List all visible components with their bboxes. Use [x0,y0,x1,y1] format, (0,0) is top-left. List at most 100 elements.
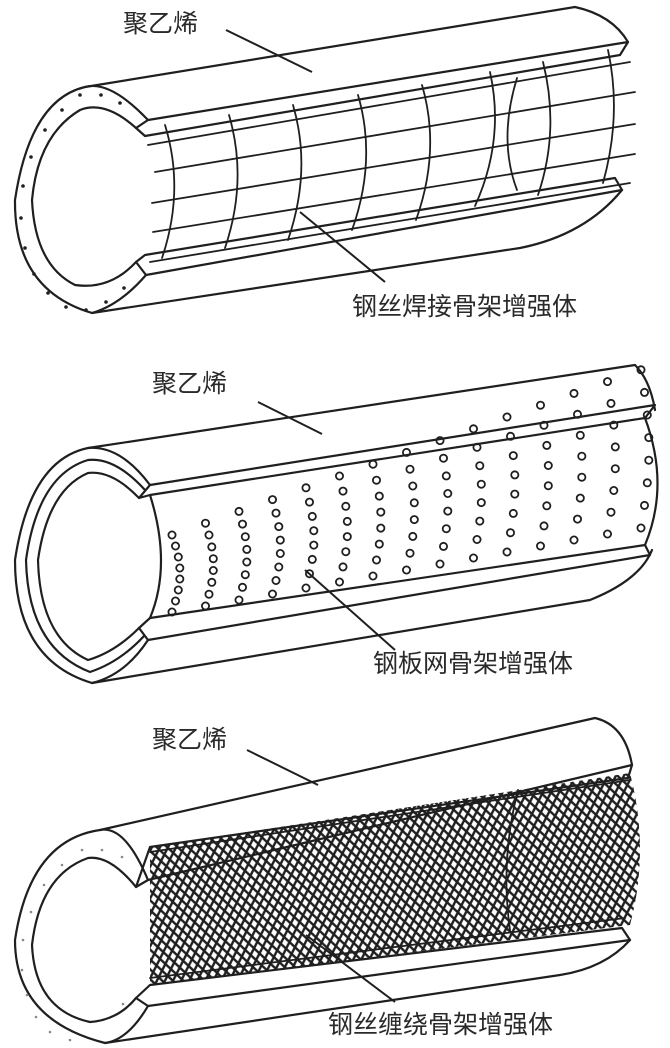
perforation-hole [170,541,180,551]
perforation-hole [468,553,478,563]
perforation-hole [307,554,317,564]
pipe-outer-top-edge [86,363,657,450]
perforation-hole [443,488,453,498]
perforation-hole [475,461,485,471]
perforation-hole [443,506,453,516]
perforation-hole [543,460,553,470]
perforation-hole [573,514,583,524]
pipe-end-inner-ring [36,471,141,662]
label-reinforcement: 钢丝缠绕骨架增强体 [328,1010,553,1039]
perforation-hole [409,498,419,508]
ring-dots [19,93,126,312]
perforation-hole [309,526,319,536]
perforation-hole [441,471,451,481]
perforation-hole [237,519,247,529]
perforation-hole [609,485,619,495]
perforation-hole [342,516,352,526]
perforation-hole [371,475,381,485]
perforation-hole [304,569,314,579]
perforation-hole [542,440,552,450]
perforation-hole [234,506,244,516]
perforation-hole [575,493,585,503]
pipe-outer-bottom-edge [103,938,632,1045]
perforation-hole [644,433,654,443]
perforation-hole [468,424,478,434]
panel-perforated-plate: 聚乙烯 钢板网骨架增强体 [13,363,659,685]
perforation-hole [435,436,445,446]
perforation-hole [173,552,183,562]
perforation-hole [242,544,252,554]
perforation-hole [640,387,650,397]
perforation-hole [368,459,378,469]
perforation-hole [405,464,415,474]
perforation-hole [275,549,285,559]
perforation-hole [175,563,185,573]
perforation-hole [267,495,277,505]
label-polyethylene: 聚乙烯 [123,9,198,38]
perforation-hole [368,571,378,581]
perforation-hole [374,539,384,549]
perforation-hole [573,409,583,419]
pipe-outer-bottom-edge [90,548,654,685]
perforation-hole [334,471,344,481]
perforation-hole [234,595,244,605]
perforation-hole [610,464,620,474]
perforation-hole [636,365,646,375]
perforation-hole [207,577,217,587]
panel-welded-wire: 聚乙烯 钢丝焊接骨架增强体 [13,5,636,321]
perforation-hole [508,508,518,518]
ring-wires [161,49,615,259]
perforation-hole [505,431,515,441]
pipe-outer-top-edge [98,716,634,832]
perforation-hole [240,532,250,542]
perforation-hole [569,388,579,398]
perforation-hole [536,400,546,410]
perforation-hole [603,529,613,539]
perforation-hole [301,483,311,493]
perforation-hole [438,453,448,463]
perforation-hole [636,523,646,533]
perforation-hole [204,530,214,540]
leader-outer [257,401,323,435]
pipe-outer-top-edge [83,5,630,89]
perforation-hole [609,420,619,430]
perforation-hole [173,585,183,595]
perforation-hole [341,501,351,511]
perforation-hole [536,541,546,551]
perforation-hole [271,508,281,518]
perforation-hole [476,498,486,508]
label-polyethylene: 聚乙烯 [152,725,227,754]
perforation-hole [341,547,351,557]
label-polyethylene: 聚乙烯 [152,369,227,398]
leader-reinforcement [305,934,396,1003]
perforation-hole [472,535,482,545]
perforation-hole [274,522,284,532]
perforation-hole [475,516,485,526]
perforation-hole [510,489,520,499]
perforation-hole [338,562,348,572]
perforation-hole [175,574,185,584]
perforation-hole [207,542,217,552]
perforation-hole [472,442,482,452]
perforation-hole [309,540,319,550]
perforation-hole [644,455,654,465]
perforation-holes [167,365,654,617]
pipe-end-inner-ring [30,106,138,287]
perforation-hole [401,447,411,457]
perforation-hole [510,470,520,480]
perforation-hole [408,531,418,541]
perforation-hole [274,562,284,572]
perforation-hole [275,535,285,545]
perforation-hole [435,559,445,569]
perforation-hole [371,555,381,565]
perforation-hole [376,507,386,517]
perforation-hole [267,589,277,599]
perforation-hole [569,535,579,545]
perforation-hole [405,548,415,558]
label-reinforcement: 钢丝焊接骨架增强体 [352,292,577,321]
perforation-hole [539,420,549,430]
perforation-hole [577,472,587,482]
perforation-hole [271,576,281,586]
perforation-hole [204,589,214,599]
perforation-hole [542,501,552,511]
